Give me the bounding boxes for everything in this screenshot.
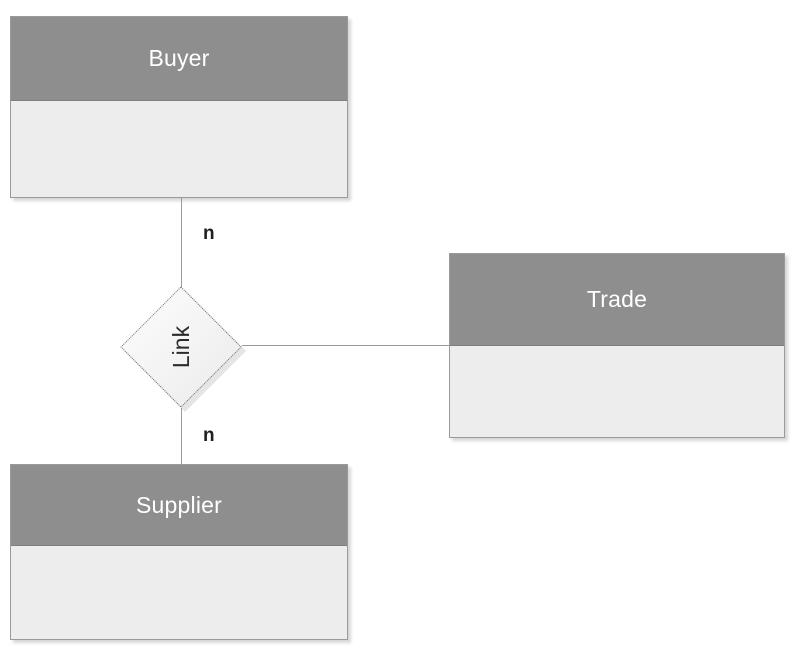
entity-trade-attributes xyxy=(450,346,784,437)
entity-supplier[interactable]: Supplier xyxy=(10,464,348,640)
entity-trade-title: Trade xyxy=(450,254,784,346)
entity-buyer[interactable]: Buyer xyxy=(10,16,348,198)
connector-buyer-link xyxy=(181,198,182,287)
connector-link-supplier xyxy=(181,408,182,465)
entity-buyer-title: Buyer xyxy=(11,17,347,101)
relationship-link-label: Link xyxy=(167,325,194,369)
entity-supplier-title: Supplier xyxy=(11,465,347,546)
entity-supplier-attributes xyxy=(11,546,347,639)
connector-link-trade xyxy=(242,345,450,346)
relationship-link[interactable]: Link xyxy=(120,286,246,412)
entity-buyer-attributes xyxy=(11,101,347,197)
diamond-icon xyxy=(120,286,242,408)
entity-trade[interactable]: Trade xyxy=(449,253,785,438)
cardinality-label-link-supplier: n xyxy=(203,425,215,446)
cardinality-label-buyer-link: n xyxy=(203,223,215,244)
